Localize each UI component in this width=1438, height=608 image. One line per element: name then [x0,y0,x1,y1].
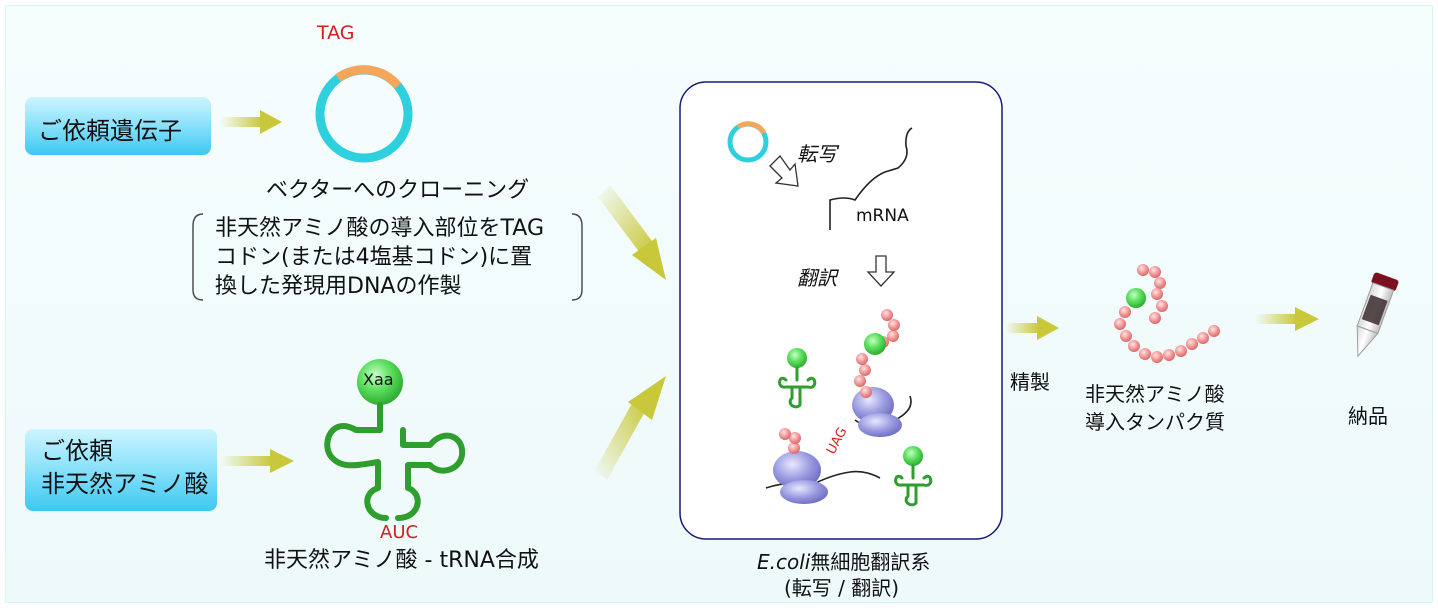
mrna-label: mRNA [856,206,909,226]
system-caption-line-2: (転写 / 翻訳) [784,576,900,600]
protein-amino-acid [1126,288,1146,308]
purification-label: 精製 [1010,370,1050,394]
gene-input-label: ご依頼遺伝子 [38,117,182,145]
amino-input-label-1: ご依頼 [41,437,113,465]
product-line-1: 非天然アミノ酸 [1085,382,1225,406]
gene-input-box: ご依頼遺伝子 [25,97,211,155]
arrow-gene-to-plasmid [220,110,282,134]
amino-acid-input-box: ご依頼 非天然アミノ酸 [25,429,217,511]
arrow-trna-to-system [595,376,666,480]
amino-input-label-2: 非天然アミノ酸 [41,470,209,498]
translation-label: 翻訳 [797,266,837,290]
arrow-dna-to-system [598,185,666,280]
note-line-1: 非天然アミノ酸の導入部位をTAG [215,216,545,241]
arrow-amino-to-trna [220,449,294,473]
system-caption-italic: E.coli [757,550,811,574]
cell-free-system-panel [679,81,1003,540]
plasmid-caption: ベクターへのクローニング [266,178,530,203]
system-caption-line-1: E.coli無細胞翻訳系 [757,546,930,575]
product-line-2: 導入タンパク質 [1085,410,1225,434]
note-line-2: コドン(または4塩基コドン)に置 [215,245,533,270]
small-plasmid-icon [727,121,769,163]
system-caption-rest: 無細胞翻訳系 [810,550,931,574]
arrow-protein-to-delivery [1255,307,1319,331]
translation-arrow-icon [866,255,896,287]
note-bracket [192,213,583,301]
trna-diagram [324,359,466,521]
plasmid-diagram [315,65,413,163]
delivery-label: 納品 [1348,404,1388,428]
trna-caption: 非天然アミノ酸 - tRNA合成 [264,548,539,573]
ribosome-lower [765,451,881,504]
trna-anticodon-label: AUC [380,522,419,543]
mrna-strand [829,127,913,230]
sample-tube-icon [1356,272,1399,358]
trna-icon-left [778,348,817,409]
transcription-arrow-icon [769,154,799,187]
plasmid-codon-label: TAG [317,22,355,44]
transcription-label: 転写 [797,142,837,166]
amino-acid-upper [864,333,886,355]
arrow-system-to-purify [1005,316,1059,340]
note-line-3: 換した発現用DNAの作製 [215,274,462,299]
peptide-chain-lower [779,428,801,454]
protein-bead-chain [1114,264,1220,363]
trna-icon-right [894,446,933,507]
trna-amino-label: Xaa [363,370,394,389]
